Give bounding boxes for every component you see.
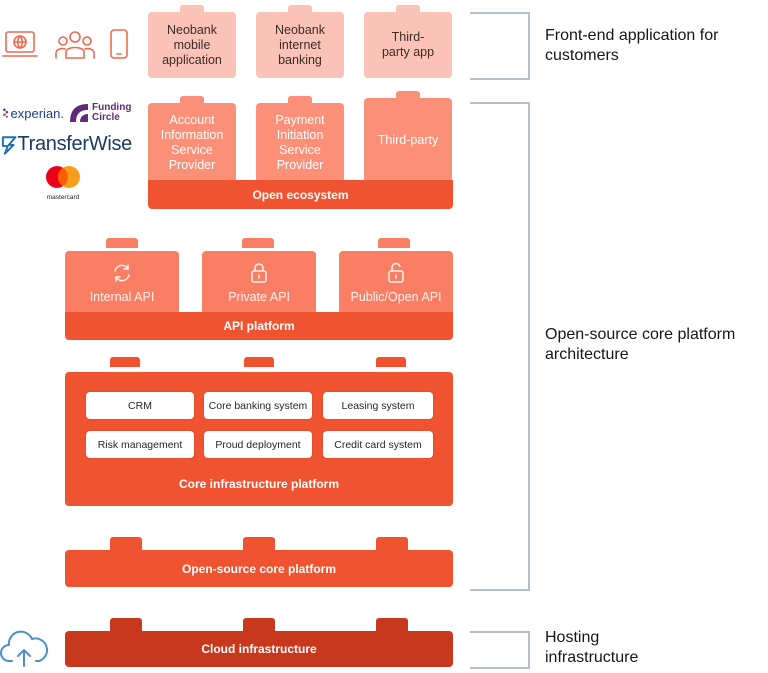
card-label: Account Information Service Provider xyxy=(160,113,224,172)
block-tab xyxy=(376,618,408,632)
side-label-text: Open-source core platform architecture xyxy=(545,326,736,363)
experian-logo: experian. xyxy=(2,104,64,122)
open-source-core-bar: Open-source core platform xyxy=(65,550,453,587)
card-pisp: Payment Initiation Service Provider xyxy=(256,103,344,183)
card-tab xyxy=(242,238,274,248)
card-label: Internal API xyxy=(89,290,155,304)
transferwise-logo: TransferWise xyxy=(0,131,132,157)
card-neobank-mobile: Neobank mobile application xyxy=(148,12,236,78)
system-core-banking: Core banking system xyxy=(204,392,312,419)
block-tab xyxy=(110,357,140,367)
bar-label: API platform xyxy=(223,319,295,333)
users-icon xyxy=(55,30,95,60)
system-label: Credit card system xyxy=(334,438,422,451)
card-label: Public/Open API xyxy=(350,290,442,304)
funding-circle-line2: Circle xyxy=(92,112,120,123)
card-neobank-internet: Neobank internet banking xyxy=(256,12,344,78)
laptop-globe-icon xyxy=(2,30,38,60)
card-internal-api: Internal API xyxy=(65,251,179,315)
system-label: Core banking system xyxy=(208,399,308,412)
block-tab xyxy=(110,537,142,551)
mastercard-wordmark: mastercard xyxy=(46,194,80,201)
block-tab xyxy=(243,537,275,551)
system-proud-deployment: Proud deployment xyxy=(204,431,312,458)
card-third-party: Third-party xyxy=(364,98,452,183)
card-tab xyxy=(396,5,420,15)
transferwise-wordmark: TransferWise xyxy=(17,132,132,155)
bracket-hosting xyxy=(470,631,530,669)
mastercard-circles-icon xyxy=(46,166,80,188)
cloud-infrastructure-bar: Cloud infrastructure xyxy=(65,631,453,667)
bar-label: Open ecosystem xyxy=(252,187,349,202)
api-platform-bar: API platform xyxy=(65,312,453,340)
card-label: Third-party app xyxy=(381,30,435,59)
side-label-text: Hosting infrastructure xyxy=(545,629,639,666)
bar-label: Open-source core platform xyxy=(181,561,337,576)
card-label: Neobank mobile application xyxy=(162,22,222,67)
card-private-api: Private API xyxy=(202,251,316,315)
smartphone-icon xyxy=(108,28,130,60)
side-label-hosting: Hosting infrastructure xyxy=(545,628,695,668)
transferwise-flag-icon xyxy=(1,136,17,155)
card-label: Third-party xyxy=(377,133,439,147)
system-risk-management: Risk management xyxy=(86,431,194,458)
card-tab xyxy=(288,5,312,15)
side-label-core-architecture: Open-source core platform architecture xyxy=(545,325,767,365)
system-label: Proud deployment xyxy=(215,438,301,451)
bracket-core-architecture xyxy=(470,102,530,591)
bracket-frontend xyxy=(470,12,530,80)
card-tab xyxy=(378,238,410,248)
funding-circle-logo: Funding Circle xyxy=(68,101,132,125)
system-label: Risk management xyxy=(97,438,183,451)
system-label: CRM xyxy=(128,399,152,412)
system-credit-card: Credit card system xyxy=(323,431,433,458)
system-leasing: Leasing system xyxy=(323,392,433,419)
card-label: Payment Initiation Service Provider xyxy=(275,113,325,172)
system-label: Leasing system xyxy=(341,399,415,412)
experian-wordmark: experian. xyxy=(10,105,64,121)
side-label-frontend: Front-end application for customers xyxy=(545,26,755,66)
card-tab xyxy=(106,238,138,248)
bar-label: Cloud infrastructure xyxy=(201,642,317,656)
block-tab xyxy=(243,618,275,632)
lock-icon xyxy=(251,263,267,283)
card-tab xyxy=(180,5,204,15)
card-tab xyxy=(396,91,420,101)
side-label-text: Front-end application for customers xyxy=(545,27,719,64)
card-label: Private API xyxy=(228,290,290,304)
card-aisp: Account Information Service Provider xyxy=(148,103,236,183)
block-tab xyxy=(244,357,274,367)
experian-dots-icon xyxy=(3,108,9,118)
funding-circle-line1: Funding xyxy=(92,102,132,113)
card-third-party-app: Third-party app xyxy=(364,12,452,78)
unlock-icon xyxy=(388,262,404,283)
card-tab xyxy=(180,96,204,106)
funding-circle-mark-icon xyxy=(70,104,88,122)
block-tab xyxy=(376,357,406,367)
mastercard-logo: mastercard xyxy=(40,164,86,201)
core-infrastructure-label: Core infrastructure platform xyxy=(65,474,453,494)
card-public-api: Public/Open API xyxy=(339,251,453,315)
refresh-icon xyxy=(114,264,130,282)
cloud-upload-icon xyxy=(0,628,49,668)
card-label: Neobank internet banking xyxy=(274,22,326,67)
block-tab xyxy=(110,618,142,632)
open-ecosystem-bar: Open ecosystem xyxy=(148,180,453,209)
bar-label: Core infrastructure platform xyxy=(178,477,340,491)
block-tab xyxy=(376,537,408,551)
card-tab xyxy=(288,96,312,106)
system-crm: CRM xyxy=(86,392,194,419)
